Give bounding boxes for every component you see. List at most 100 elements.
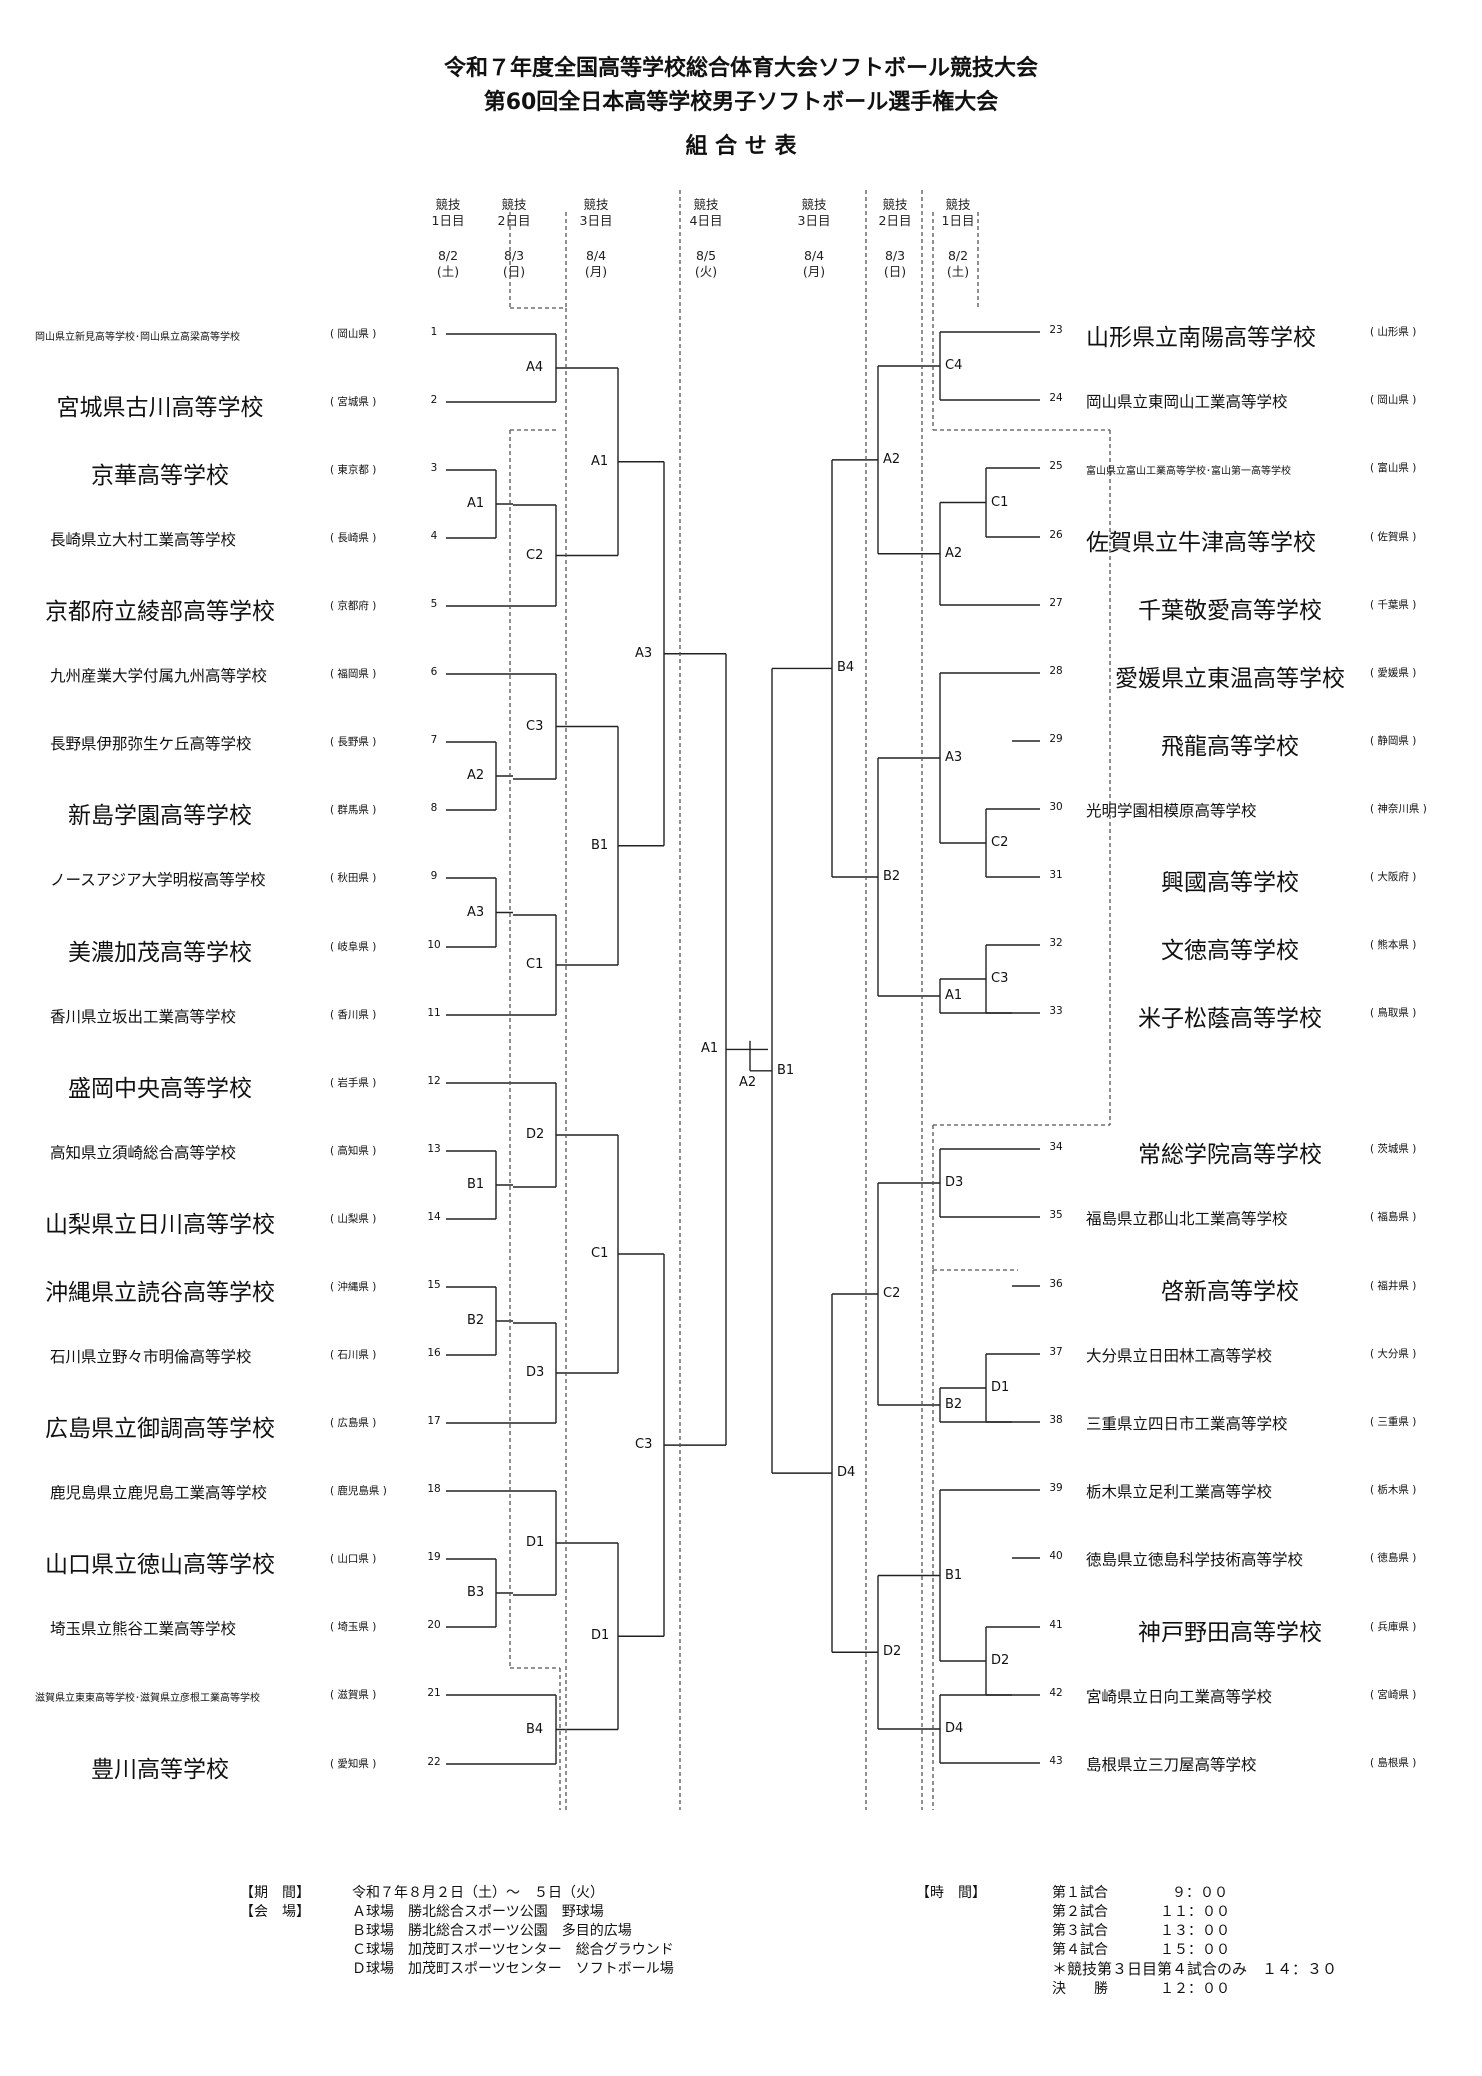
team-prefecture: ( 岡山県 ): [1370, 394, 1417, 406]
match-3-time: １３：００: [1160, 1923, 1230, 1939]
schedule-day-7-l2: 1日目: [941, 213, 975, 228]
team-number: 32: [1049, 937, 1063, 949]
team-name: 三重県立四日市工業高等学校: [1086, 1415, 1288, 1434]
team-name: 光明学園相模原高等学校: [1086, 802, 1257, 821]
team-name: 大分県立日田林工高等学校: [1086, 1347, 1273, 1366]
match-label: B4: [836, 660, 856, 676]
schedule-day-4-l1: 競技: [693, 197, 719, 212]
match-label: D2: [882, 1644, 903, 1660]
team-name: 千葉敬愛高等学校: [1138, 597, 1322, 624]
team-number: 22: [427, 1756, 441, 1768]
match-label: D2: [990, 1653, 1011, 1668]
match-label: A3: [634, 645, 654, 661]
match-label: C3: [990, 971, 1010, 986]
team-prefecture: ( 愛知県 ): [330, 1758, 377, 1770]
match-1-time: ９：００: [1172, 1885, 1228, 1901]
team-name: 新島学園高等学校: [68, 802, 252, 829]
schedule-day-3-l1: 競技: [583, 197, 609, 212]
team-number: 36: [1049, 1278, 1063, 1290]
team-name: 宮城県古川高等学校: [56, 394, 264, 421]
match-label: B4: [525, 1721, 545, 1737]
team-number: 11: [427, 1007, 441, 1019]
schedule-day-6-l2: 2日目: [878, 213, 912, 228]
match-3-name: 第３試合: [1052, 1923, 1108, 1939]
team-prefecture: ( 京都府 ): [330, 600, 377, 612]
match-label: D3: [944, 1175, 965, 1190]
schedule-day-4-l2: 4日目: [689, 213, 723, 228]
team-prefecture: ( 福岡県 ): [330, 668, 377, 680]
match-label: B1: [776, 1062, 796, 1078]
match-label: D3: [525, 1365, 546, 1380]
team-prefecture: ( 静岡県 ): [1370, 735, 1417, 747]
team-prefecture: ( 鹿児島県 ): [330, 1485, 387, 1497]
match-label: D2: [525, 1127, 546, 1142]
team-name: 愛媛県立東温高等学校: [1115, 665, 1345, 692]
team-name: 京都府立綾部高等学校: [45, 598, 275, 625]
schedule-day-2-l1: 競技: [501, 197, 527, 212]
match-label: C2: [525, 547, 545, 563]
match-label: B2: [466, 1313, 486, 1328]
team-number: 42: [1049, 1687, 1063, 1699]
schedule-day-1-l2: 1日目: [431, 213, 465, 228]
team-name: 高知県立須崎総合高等学校: [50, 1144, 237, 1163]
schedule-day-4-date: 8/5: [695, 248, 717, 263]
team-name: 山梨県立日川高等学校: [45, 1211, 275, 1238]
team-prefecture: ( 山口県 ): [330, 1553, 377, 1565]
team-name: 宮崎県立日向工業高等学校: [1086, 1688, 1273, 1707]
team-number: 3: [430, 462, 438, 474]
match-label: C3: [525, 718, 545, 734]
team-number: 40: [1049, 1550, 1063, 1562]
team-number: 27: [1049, 597, 1063, 609]
team-prefecture: ( 岐阜県 ): [330, 941, 377, 953]
team-name: 石川県立野々市明倫高等学校: [50, 1348, 252, 1367]
schedule-day-4-dow: (火): [694, 264, 718, 279]
team-name: 徳島県立徳島科学技術高等学校: [1086, 1551, 1304, 1570]
team-number: 24: [1049, 392, 1063, 404]
match-label: A2: [882, 451, 902, 467]
team-prefecture: ( 岡山県 ): [330, 328, 377, 340]
team-number: 41: [1049, 1619, 1063, 1631]
schedule-day-2-l2: 2日目: [497, 213, 531, 228]
team-name: 栃木県立足利工業高等学校: [1086, 1483, 1273, 1502]
match-1-name: 第１試合: [1052, 1885, 1108, 1901]
team-prefecture: ( 大阪府 ): [1370, 871, 1417, 883]
team-name: 沖縄県立読谷高等学校: [45, 1279, 275, 1306]
team-name: 山口県立徳山高等学校: [45, 1551, 275, 1578]
team-name: 富山県立富山工業高等学校･富山第一高等学校: [1086, 465, 1291, 477]
team-prefecture: ( 山形県 ): [1370, 326, 1417, 338]
team-prefecture: ( 宮崎県 ): [1370, 1689, 1417, 1701]
final-name: 決 勝: [1052, 1981, 1108, 1997]
team-name: 埼玉県立熊谷工業高等学校: [50, 1620, 237, 1639]
schedule-day-3-date: 8/4: [585, 248, 607, 263]
match-label: A2: [944, 545, 964, 561]
team-name: 長野県伊那弥生ケ丘高等学校: [50, 735, 252, 754]
team-name: 啓新高等学校: [1161, 1278, 1299, 1305]
period-value: 令和７年８月２日（土）～ ５日（火）: [352, 1885, 604, 1901]
match-label: A1: [466, 496, 486, 511]
final-time: １２：００: [1160, 1981, 1230, 1997]
match-label: C1: [590, 1246, 610, 1261]
team-name: 長崎県立大村工業高等学校: [50, 531, 237, 550]
schedule-day-2-dow: (日): [502, 264, 526, 279]
venue-d: Ｄ球場 加茂町スポーツセンター ソフトボール場: [352, 1961, 674, 1977]
team-prefecture: ( 埼玉県 ): [330, 1621, 377, 1633]
team-name: 九州産業大学付属九州高等学校: [50, 667, 268, 686]
team-number: 4: [430, 530, 438, 542]
match-2-name: 第２試合: [1052, 1904, 1108, 1920]
team-prefecture: ( 沖縄県 ): [330, 1281, 377, 1293]
team-number: 15: [427, 1279, 441, 1291]
venue-b: Ｂ球場 勝北総合スポーツ公園 多目的広場: [352, 1923, 632, 1939]
team-name: 神戸野田高等学校: [1138, 1619, 1322, 1646]
team-number: 43: [1049, 1755, 1063, 1767]
match-label: A1: [944, 988, 964, 1003]
match-label: D4: [944, 1721, 965, 1736]
team-name: 山形県立南陽高等学校: [1086, 324, 1316, 351]
team-prefecture: ( 徳島県 ): [1370, 1552, 1417, 1564]
team-prefecture: ( 島根県 ): [1370, 1757, 1417, 1769]
schedule-day-7-dow: (土): [946, 264, 970, 279]
title-line-2: 第60回全日本高等学校男子ソフトボール選手権大会: [483, 90, 999, 115]
team-prefecture: ( 熊本県 ): [1370, 939, 1417, 951]
match-label: A3: [466, 904, 486, 920]
match-label: C1: [990, 494, 1010, 510]
title-line-3: 組 合 せ 表: [685, 134, 797, 159]
